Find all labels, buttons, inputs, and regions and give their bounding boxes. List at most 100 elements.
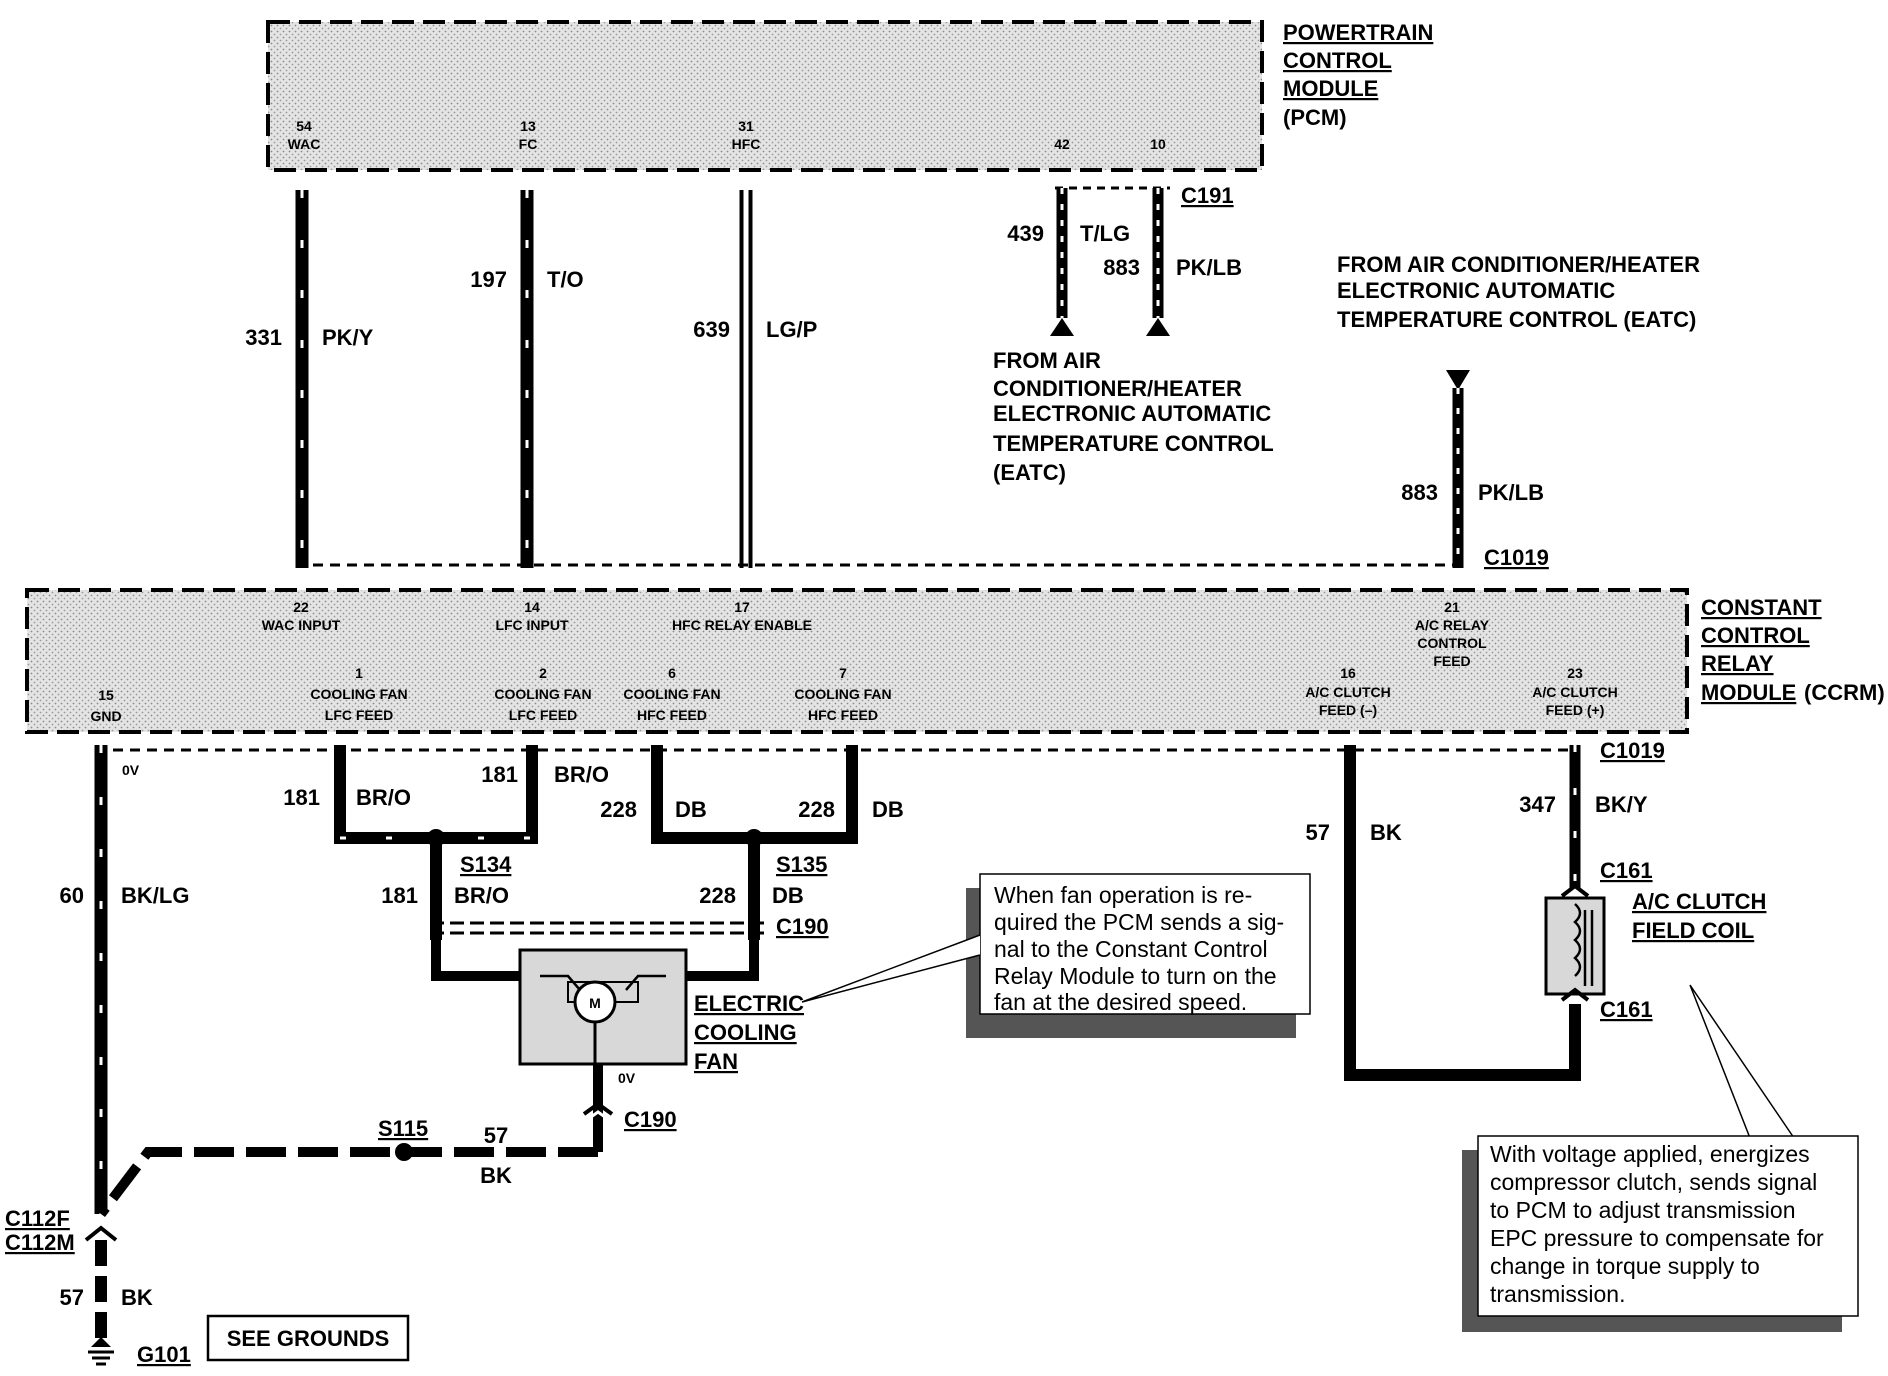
svg-text:LFC FEED: LFC FEED: [509, 707, 577, 723]
svg-text:ELECTRONIC AUTOMATIC: ELECTRONIC AUTOMATIC: [993, 401, 1271, 426]
svg-text:FAN: FAN: [694, 1049, 738, 1074]
clutch-label: A/C CLUTCH FIELD COIL: [1632, 889, 1766, 943]
wire-228-c-color: DB: [772, 883, 804, 908]
svg-text:CONTROL: CONTROL: [1283, 48, 1392, 73]
wire-228-b-circuit: 228: [798, 797, 835, 822]
wire-347-circuit: 347: [1519, 792, 1556, 817]
svg-text:transmission.: transmission.: [1490, 1281, 1625, 1307]
svg-text:CONDITIONER/HEATER: CONDITIONER/HEATER: [993, 376, 1242, 401]
svg-text:(CCRM): (CCRM): [1804, 680, 1885, 705]
wire-639-circuit: 639: [693, 317, 730, 342]
svg-text:M: M: [589, 995, 601, 1011]
svg-text:FIELD COIL: FIELD COIL: [1632, 918, 1754, 943]
ccrm-module: 22 WAC INPUT 14 LFC INPUT 17 HFC RELAY E…: [25, 588, 1689, 734]
wire-181-c-color: BR/O: [454, 883, 509, 908]
svg-text:A/C CLUTCH: A/C CLUTCH: [1632, 889, 1766, 914]
electric-cooling-fan: M: [431, 940, 759, 1066]
svg-text:ELECTRIC: ELECTRIC: [694, 991, 804, 1016]
svg-text:WAC: WAC: [288, 136, 321, 152]
wire-57-clutch-color: BK: [1370, 820, 1402, 845]
fan-label: ELECTRIC COOLING FAN: [694, 991, 804, 1074]
svg-text:nal to the Constant Control: nal to the Constant Control: [994, 936, 1268, 962]
svg-text:RELAY: RELAY: [1701, 651, 1774, 676]
fan-voltage: 0V: [618, 1070, 636, 1086]
eatc-left-label: FROM AIR CONDITIONER/HEATER ELECTRONIC A…: [993, 348, 1274, 485]
s134-label: S134: [460, 852, 512, 877]
wire-57-clutch-circuit: 57: [1306, 820, 1330, 845]
svg-text:COOLING FAN: COOLING FAN: [623, 686, 720, 702]
svg-text:COOLING FAN: COOLING FAN: [310, 686, 407, 702]
svg-text:15: 15: [98, 687, 114, 703]
pcm-pin-10: 10: [1150, 136, 1166, 152]
svg-text:6: 6: [668, 665, 676, 681]
coil-icon: [1573, 903, 1582, 977]
svg-text:quired the PCM sends a sig-: quired the PCM sends a sig-: [994, 909, 1284, 935]
g101-label: G101: [137, 1342, 191, 1367]
pcm-module: 54 WAC 13 FC 31 HFC 42 10: [266, 20, 1264, 172]
svg-text:SEE GROUNDS: SEE GROUNDS: [227, 1326, 390, 1351]
svg-text:FROM AIR: FROM AIR: [993, 348, 1101, 373]
wire-57-gnd-circuit: 57: [60, 1285, 84, 1310]
svg-text:31: 31: [738, 118, 754, 134]
svg-text:A/C CLUTCH: A/C CLUTCH: [1532, 684, 1618, 700]
wire-883-pcm: [1146, 188, 1170, 336]
wire-331-color: PK/Y: [322, 325, 374, 350]
c161-upper-label: C161: [1600, 858, 1653, 883]
pcm-pin-42: 42: [1054, 136, 1070, 152]
gnd-voltage: 0V: [122, 762, 140, 778]
ccrm-title: CONSTANT CONTROL RELAY MODULE (CCRM): [1701, 595, 1885, 705]
c190-lower-label: C190: [624, 1107, 677, 1132]
svg-text:(PCM): (PCM): [1283, 105, 1347, 130]
s135-splice: [745, 829, 763, 847]
wire-181-a-circuit: 181: [283, 785, 320, 810]
svg-text:COOLING FAN: COOLING FAN: [494, 686, 591, 702]
wire-57-gnd-color: BK: [121, 1285, 153, 1310]
svg-text:A/C RELAY: A/C RELAY: [1415, 617, 1490, 633]
svg-text:HFC FEED: HFC FEED: [808, 707, 878, 723]
wire-60-circuit: 60: [60, 883, 84, 908]
c161-lower-label: C161: [1600, 997, 1653, 1022]
svg-text:Relay Module to turn on the: Relay Module to turn on the: [994, 963, 1277, 989]
svg-text:LFC INPUT: LFC INPUT: [495, 617, 569, 633]
wire-57-fan-circuit: 57: [484, 1123, 508, 1148]
wire-57-fan-color: BK: [480, 1163, 512, 1188]
svg-text:22: 22: [293, 599, 309, 615]
wire-439-circuit: 439: [1007, 221, 1044, 246]
svg-text:COOLING FAN: COOLING FAN: [794, 686, 891, 702]
pcm-pin-54: 54 WAC: [288, 118, 321, 152]
svg-text:HFC FEED: HFC FEED: [637, 707, 707, 723]
svg-text:14: 14: [524, 599, 540, 615]
svg-text:EPC pressure to compensate for: EPC pressure to compensate for: [1490, 1225, 1824, 1251]
svg-text:When fan operation is re-: When fan operation is re-: [994, 882, 1252, 908]
wire-883-eatc-circuit: 883: [1401, 480, 1438, 505]
wire-181-b-circuit: 181: [481, 762, 518, 787]
svg-text:CONTROL: CONTROL: [1701, 623, 1810, 648]
pcm-pin-13: 13 FC: [519, 118, 538, 152]
svg-text:FROM AIR CONDITIONER/HEATER: FROM AIR CONDITIONER/HEATER: [1337, 252, 1700, 277]
svg-text:13: 13: [520, 118, 536, 134]
wire-331-circuit: 331: [245, 325, 282, 350]
svg-text:GND: GND: [90, 708, 121, 724]
svg-text:A/C CLUTCH: A/C CLUTCH: [1305, 684, 1391, 700]
wire-57-fan: [97, 1064, 614, 1218]
svg-text:ELECTRONIC AUTOMATIC: ELECTRONIC AUTOMATIC: [1337, 278, 1615, 303]
svg-text:TEMPERATURE CONTROL: TEMPERATURE CONTROL: [993, 431, 1274, 456]
svg-text:compressor clutch, sends signa: compressor clutch, sends signal: [1490, 1169, 1817, 1195]
svg-text:HFC: HFC: [732, 136, 761, 152]
svg-text:FC: FC: [519, 136, 538, 152]
s134-splice: [427, 829, 445, 847]
wire-181-c-circuit: 181: [381, 883, 418, 908]
wire-181-a-color: BR/O: [356, 785, 411, 810]
svg-text:(EATC): (EATC): [993, 460, 1066, 485]
svg-text:FEED: FEED: [1433, 653, 1470, 669]
s115-label: S115: [378, 1116, 428, 1141]
note-fan: When fan operation is re- quired the PCM…: [801, 873, 1311, 1038]
wire-883-pcm-color: PK/LB: [1176, 255, 1242, 280]
svg-text:1: 1: [355, 665, 363, 681]
wire-181-b-color: BR/O: [554, 762, 609, 787]
svg-text:MODULE: MODULE: [1283, 76, 1378, 101]
see-grounds-button[interactable]: SEE GROUNDS: [206, 1314, 410, 1362]
wire-639-color: LG/P: [766, 317, 817, 342]
c112m-label: C112M: [5, 1230, 75, 1255]
